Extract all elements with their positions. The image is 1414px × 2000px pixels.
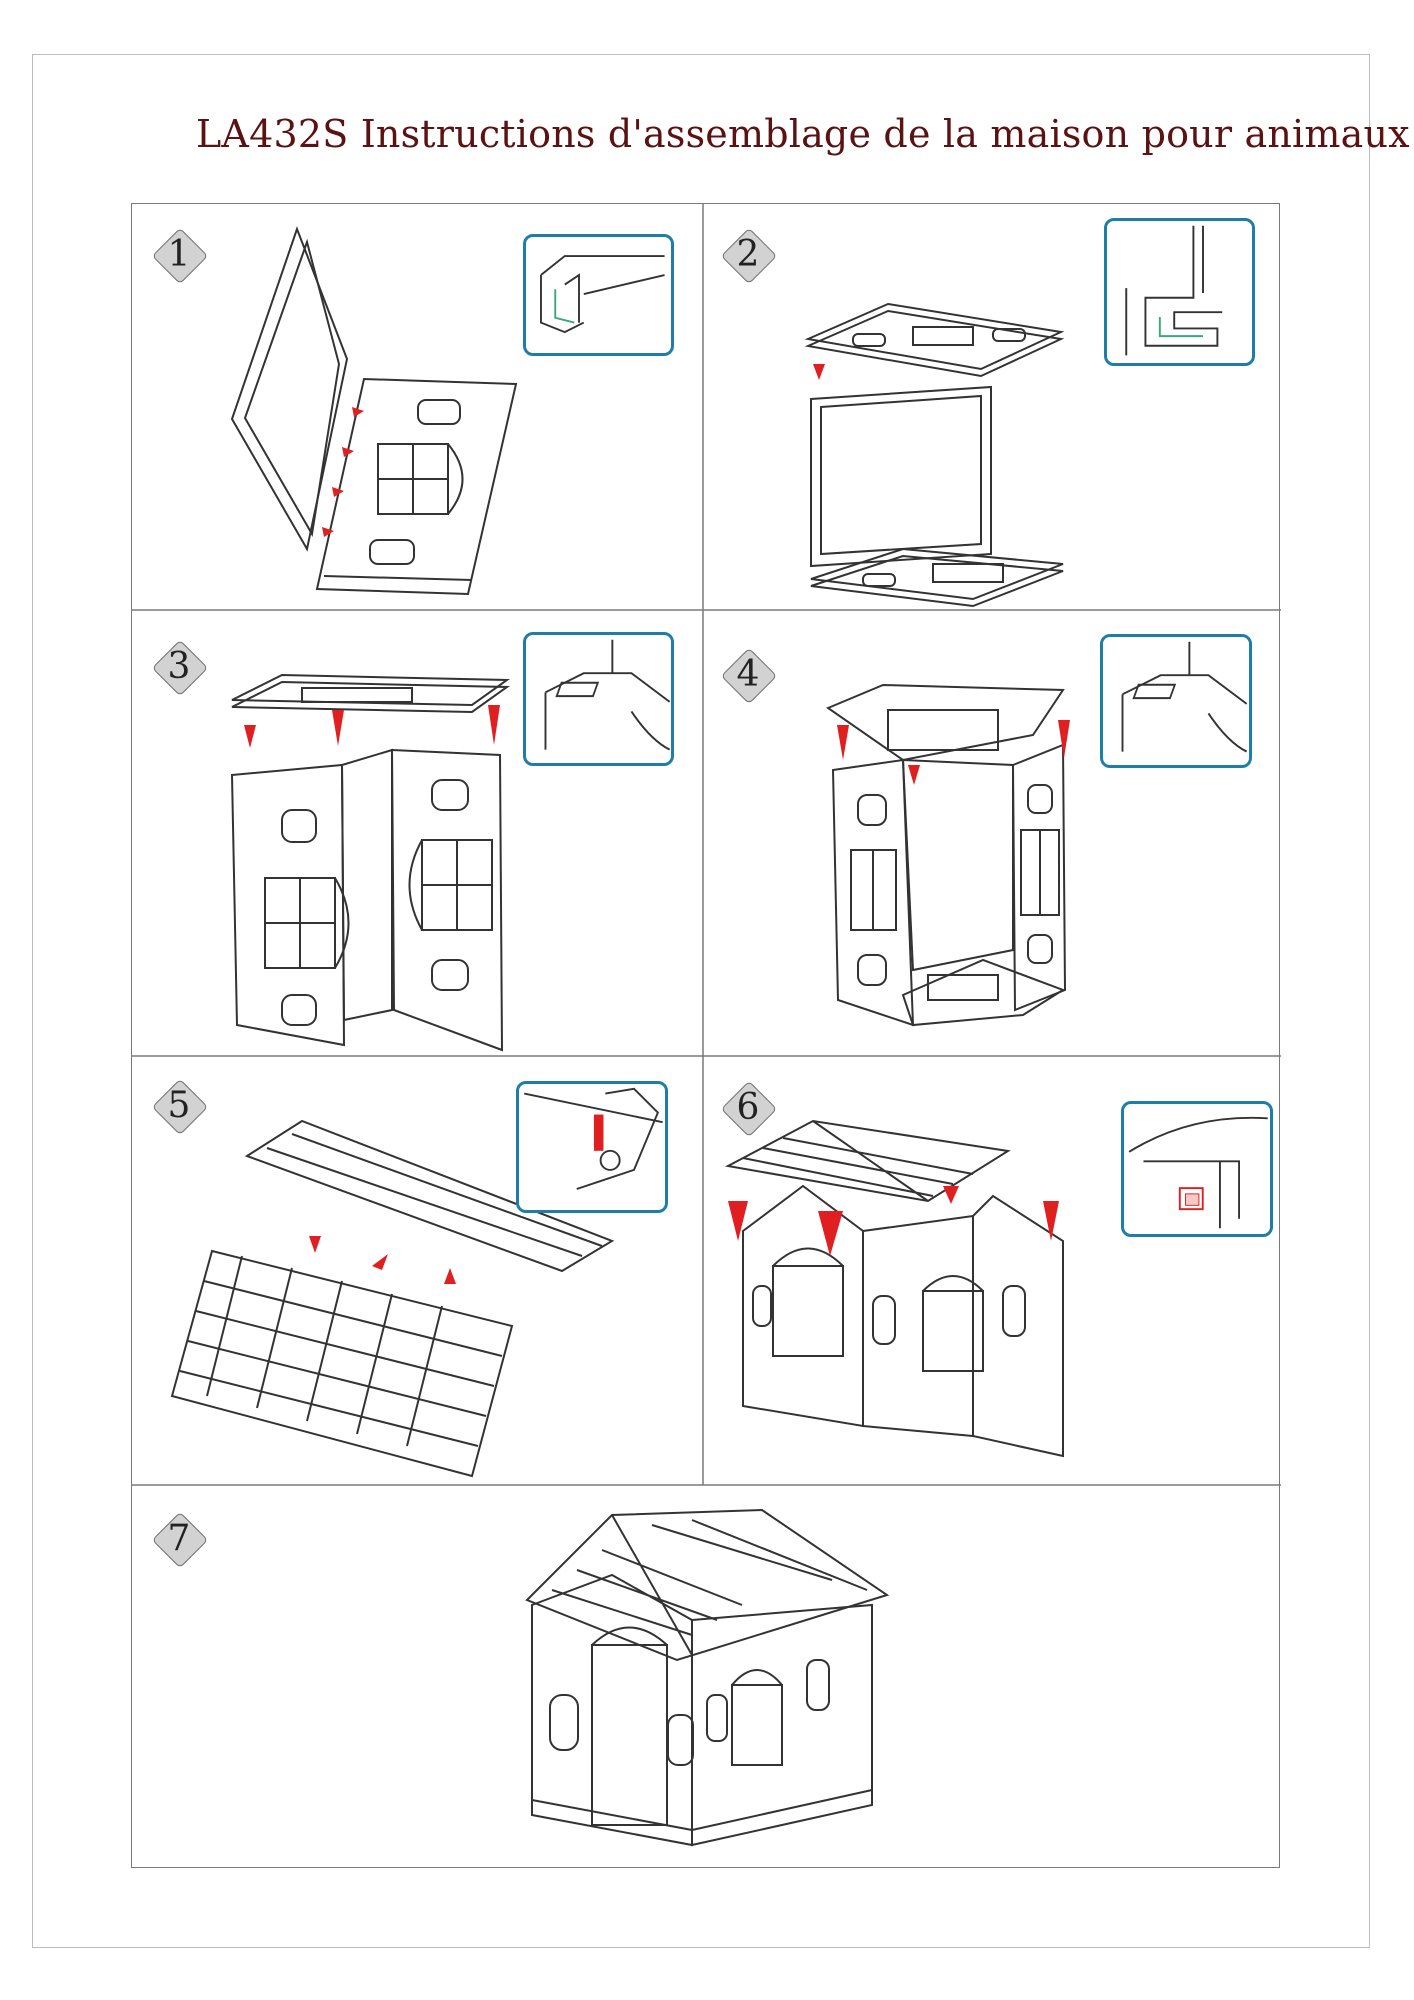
instruction-grid: 1 — [131, 203, 1281, 1869]
step-badge: 7 — [151, 1511, 209, 1569]
step-number: 6 — [736, 1087, 760, 1128]
detail-callout — [1104, 218, 1255, 366]
detail-callout — [516, 1081, 668, 1213]
step-number: 2 — [736, 234, 760, 275]
step-number: 3 — [167, 646, 191, 687]
step-6-panel: 6 — [703, 1056, 1281, 1485]
grid-lines — [132, 204, 1281, 1486]
step-3-panel: 3 — [132, 610, 703, 1056]
step-6-illustration — [724, 1119, 1064, 1458]
detail-callout — [1121, 1101, 1273, 1237]
detail-callout — [1100, 634, 1252, 768]
red-arrow — [728, 1186, 1059, 1256]
step-badge: 1 — [151, 227, 209, 285]
red-arrow — [244, 705, 500, 748]
step-1-illustration — [230, 226, 518, 596]
red-arrow — [322, 407, 364, 537]
step-badge: 5 — [151, 1078, 209, 1136]
step-badge: 4 — [720, 647, 778, 705]
step-5-panel: 5 — [132, 1056, 703, 1485]
step-7-illustration — [525, 1508, 890, 1847]
step-number: 7 — [167, 1518, 191, 1559]
step-badge: 6 — [720, 1080, 778, 1138]
step-number: 5 — [167, 1085, 191, 1126]
detail-callout — [523, 234, 674, 356]
red-arrow — [813, 364, 825, 380]
step-4-panel: 4 — [703, 610, 1281, 1056]
step-number: 1 — [167, 234, 191, 275]
detail-callout — [523, 632, 674, 766]
step-7-panel: 7 — [132, 1485, 1281, 1869]
step-5-illustration — [170, 1119, 615, 1478]
step-3-illustration — [230, 673, 511, 1052]
step-4-illustration — [825, 683, 1070, 1027]
red-arrow — [309, 1236, 456, 1284]
page-frame — [32, 54, 1370, 1948]
page-title: LA432S Instructions d'assemblage de la m… — [196, 112, 1410, 156]
step-1-panel: 1 — [132, 204, 703, 610]
step-badge: 2 — [720, 227, 778, 285]
step-badge: 3 — [151, 639, 209, 697]
step-2-illustration — [804, 302, 1065, 608]
red-arrow — [837, 720, 1070, 785]
step-number: 4 — [736, 654, 760, 695]
step-2-panel: 2 — [703, 204, 1281, 610]
